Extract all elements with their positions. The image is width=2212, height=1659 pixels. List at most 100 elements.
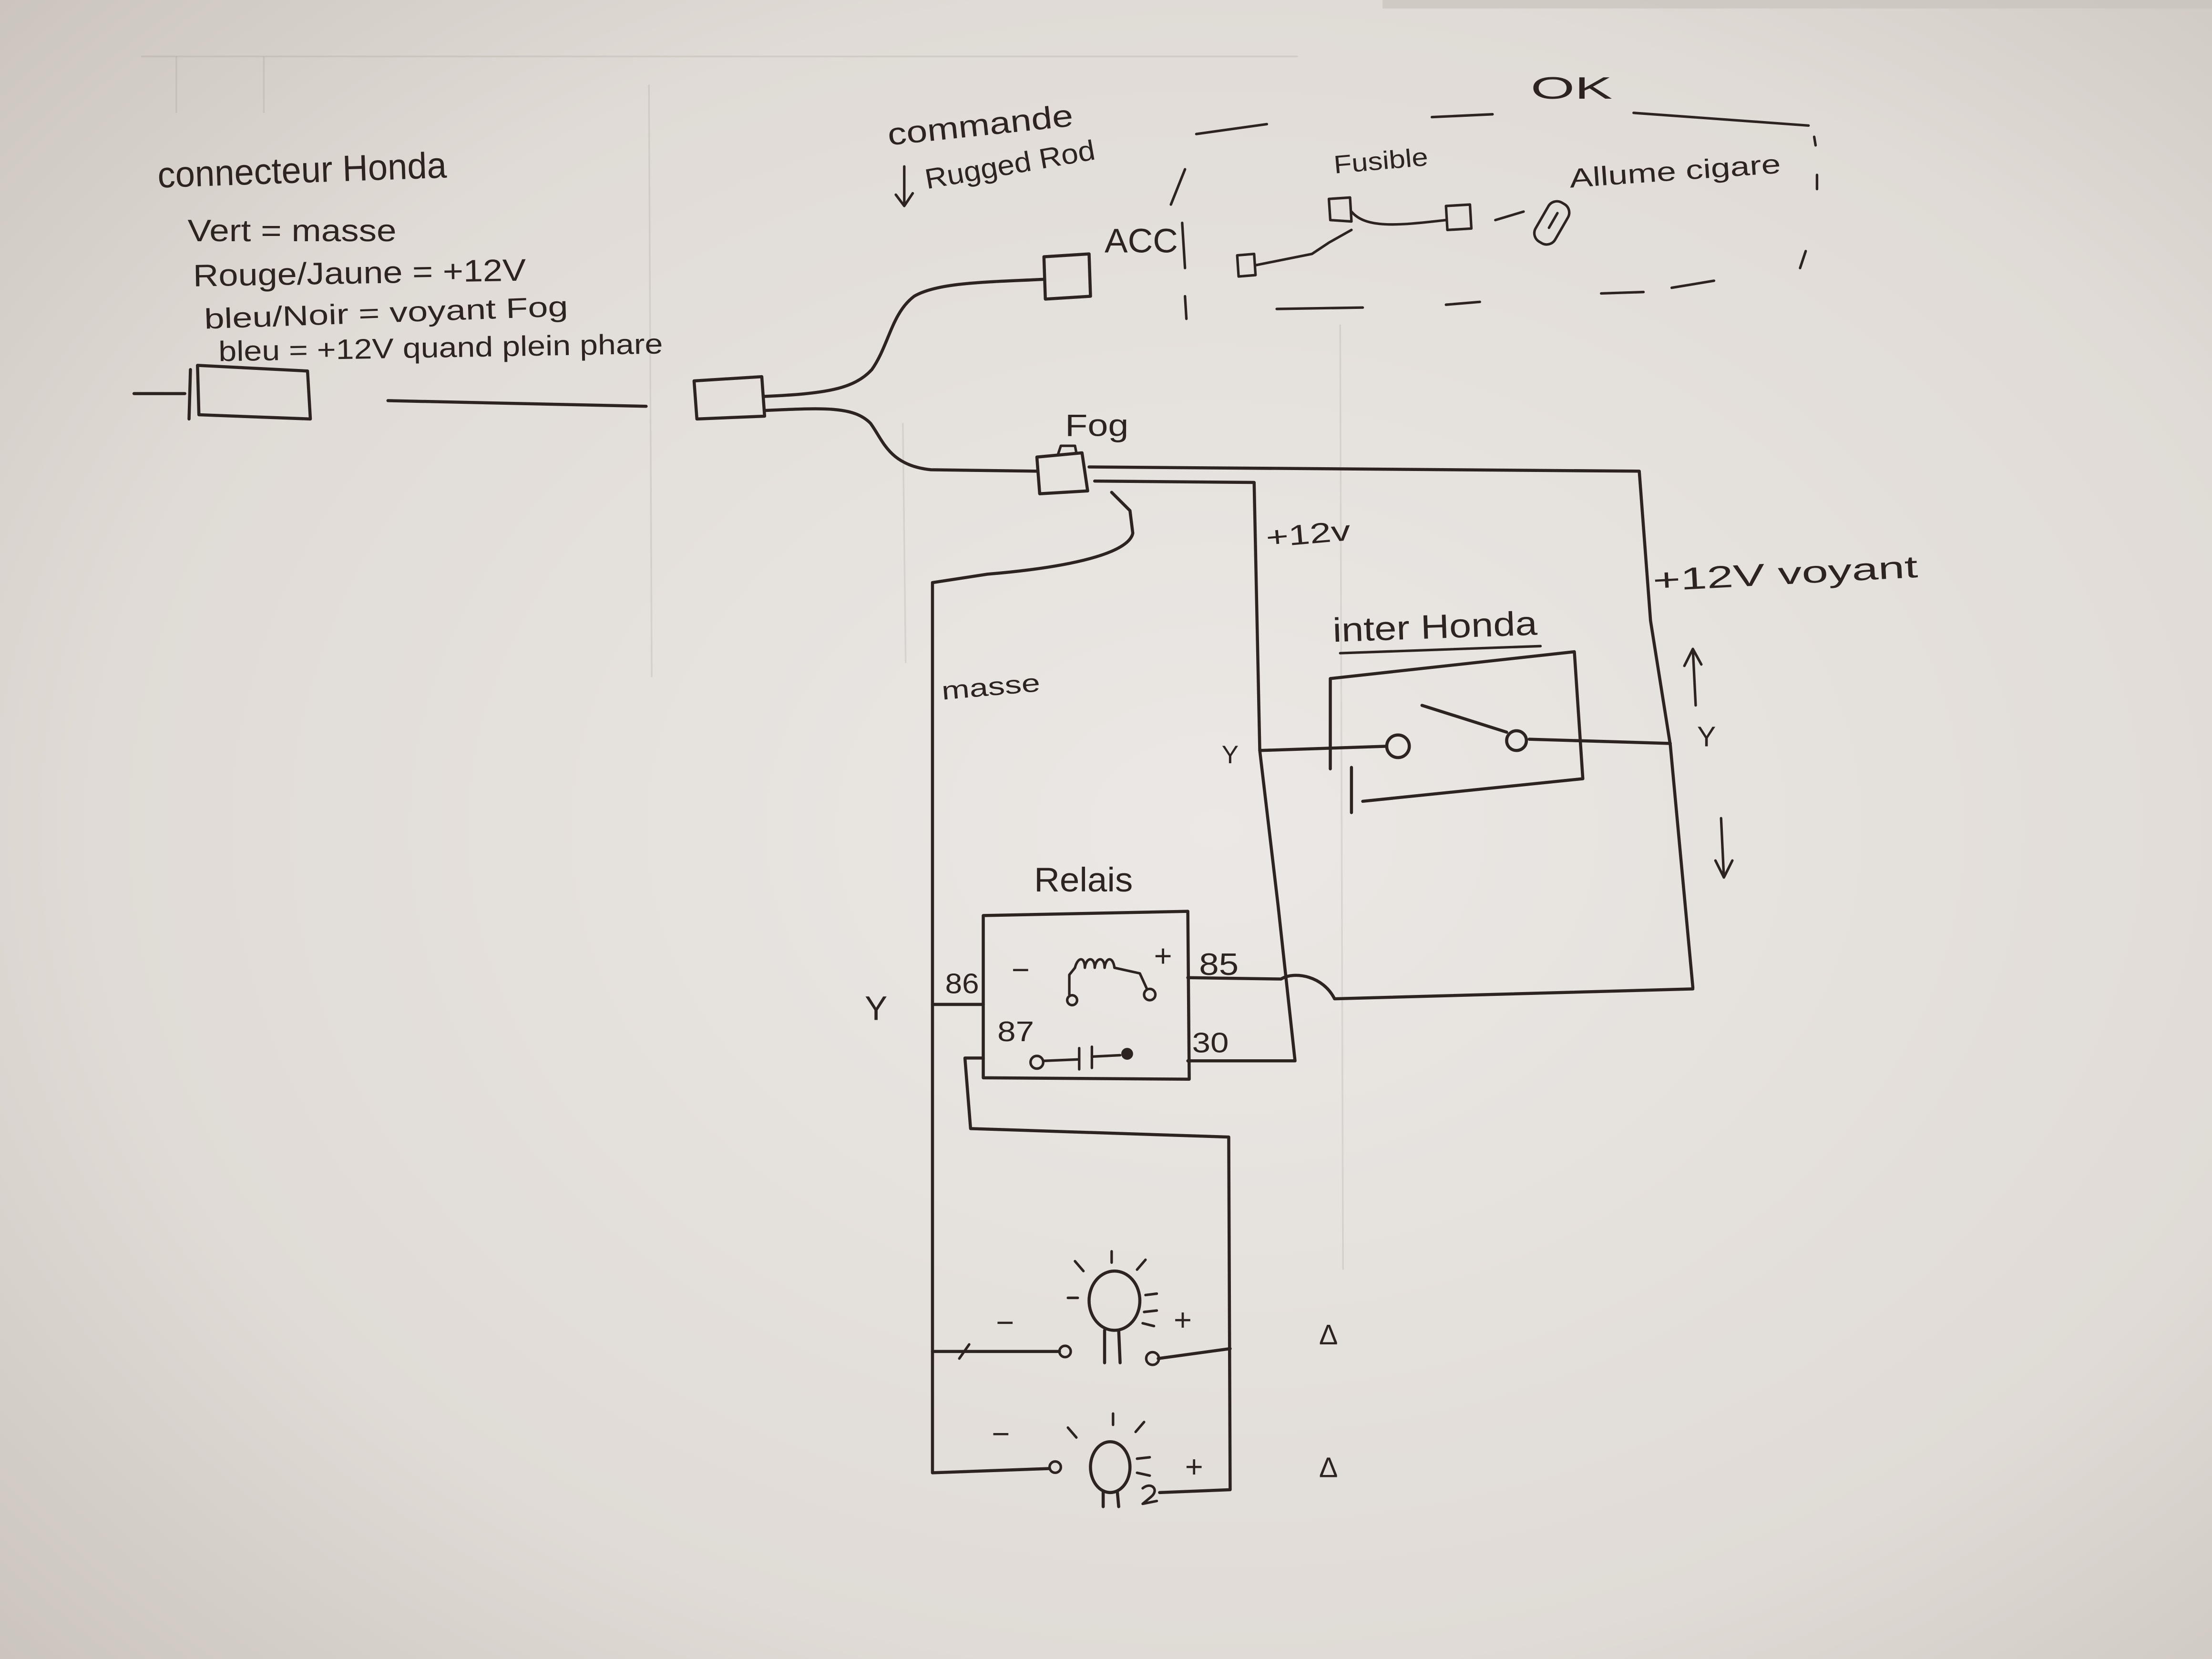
dash [1275, 306, 1364, 310]
lamp1-feed-wire [1157, 1347, 1232, 1360]
lamp1-lead-right [1117, 1329, 1122, 1364]
down-arrow-icon [894, 165, 914, 207]
legend-line-green: Vert = masse [188, 213, 397, 248]
acc-connector: ACC [1042, 223, 1178, 301]
plus12-label: +12v [1265, 514, 1352, 553]
relay-junction-label: Y [865, 990, 887, 1027]
honda-connector [132, 364, 648, 421]
dash [1632, 112, 1810, 127]
fog-label: Fog [1065, 408, 1128, 442]
wiring: +12v +12V voyant masse [931, 465, 1918, 1495]
lamp2-lead-right [1116, 1489, 1120, 1508]
lamp1-ground-terminal [1058, 1344, 1072, 1359]
relay-87-lamp-feed-wire [963, 1056, 1232, 1495]
relay-coil-minus: − [1012, 952, 1030, 987]
fog-connector-body [1035, 451, 1089, 495]
honda-connector-legend: connecteur Honda Vert = masse Rouge/Jaun… [157, 144, 663, 367]
cigarette-lighter-plug-icon [1533, 200, 1571, 246]
lighter-plug-tip [1547, 212, 1559, 229]
switch-lever [1420, 704, 1508, 734]
relay-box [982, 910, 1191, 1081]
lighter-plug-body [1533, 200, 1571, 246]
lamp1-ground-tick [958, 1343, 971, 1360]
relay-pin-30: 30 [1192, 1027, 1229, 1059]
lamp2-ground-terminal [1048, 1460, 1062, 1475]
relay-label: Relais [1034, 861, 1133, 899]
switch-input-wire [1258, 745, 1389, 752]
bleed-line [1339, 324, 1344, 1270]
harness-branch-fog [763, 407, 1039, 473]
lamp2-bulb-icon [1089, 1440, 1132, 1495]
relay-contact-line-right [1090, 1054, 1122, 1058]
switch-terminal-left [1385, 733, 1411, 759]
dash [1600, 290, 1645, 295]
dash [1494, 210, 1525, 222]
relay-coil-terminal-left [1065, 994, 1078, 1007]
relay-85-feed-wire [1186, 973, 1695, 1001]
dash [1181, 221, 1187, 269]
dash [1430, 113, 1494, 119]
lamp-1: − + Δ [996, 1250, 1338, 1366]
harness-connector-body [692, 375, 767, 421]
honda-connector-tick [187, 368, 192, 421]
switch-label-underline [1339, 645, 1542, 655]
dash [1670, 279, 1716, 289]
plus12-wire [1093, 479, 1297, 1063]
relay-coil-plus: + [1154, 938, 1172, 973]
acc-label: ACC [1105, 223, 1178, 260]
fog-connector: Fog [1035, 408, 1128, 495]
fuse-icon [1327, 196, 1353, 223]
indicator-wire [1087, 465, 1695, 989]
paper-top-edge-shadow [1382, 0, 2212, 9]
relay-coil-icon [1074, 958, 1116, 969]
honda-switch: inter Honda Y Y [1222, 604, 1734, 879]
harness-branch-acc [763, 277, 1046, 398]
fuse-group-dashed-outline: OK [1169, 71, 1819, 320]
lamp2-plus: + [1185, 1449, 1203, 1484]
switch-box [1329, 650, 1585, 803]
ok-label: OK [1531, 71, 1613, 105]
bleed-line [648, 84, 653, 677]
ground-wire [931, 491, 1135, 1475]
light-ray [1141, 1322, 1156, 1328]
relay-contact-87 [1029, 1055, 1045, 1070]
dash [1813, 135, 1817, 147]
dash [1799, 250, 1807, 269]
dash [1444, 300, 1481, 306]
lamp1-plus: + [1174, 1302, 1192, 1337]
lamp-2: − + Δ [992, 1412, 1338, 1508]
small-connector [1236, 252, 1257, 278]
relay-coil-lead-right [1113, 966, 1148, 991]
lamp1-bulb-icon [1087, 1269, 1142, 1332]
rugged-rod-harness [692, 277, 1046, 473]
relay-contact-30 [1121, 1048, 1133, 1060]
relay-contact-line-left [1043, 1058, 1079, 1062]
switch-terminal-right [1505, 729, 1528, 752]
harness-line [386, 399, 648, 408]
switch-arrow-label: Y [1697, 720, 1716, 752]
lamp1-light-rays-icon [1066, 1250, 1158, 1328]
fuse-feed-wire [1254, 228, 1353, 266]
honda-connector-body [196, 364, 312, 421]
light-ray [1136, 1471, 1151, 1477]
relay: Relais Y 86 85 87 30 − + [865, 861, 1239, 1081]
lamp1-minus: − [996, 1305, 1014, 1340]
lamp1-feed-terminal [1145, 1351, 1160, 1366]
light-ray [1136, 1456, 1151, 1460]
light-ray [1143, 1309, 1158, 1313]
dash [1184, 295, 1188, 320]
lamp1-mark: Δ [1319, 1319, 1338, 1351]
dash [1169, 168, 1187, 206]
light-ray [1066, 1426, 1078, 1439]
switch-label: inter Honda [1332, 604, 1538, 649]
light-ray [1074, 1260, 1085, 1272]
lighter-connector [1444, 203, 1473, 232]
lamp2-minus: − [992, 1416, 1010, 1451]
lamp2-mark: Δ [1319, 1451, 1338, 1483]
light-ray [1134, 1421, 1146, 1434]
switch-output-wire [1527, 737, 1672, 745]
switch-junction-label: Y [1222, 741, 1239, 769]
legend-line-red-yellow: Rouge/Jaune = +12V [193, 253, 526, 293]
legend-line-blue: bleu = +12V quand plein phare [218, 328, 663, 367]
